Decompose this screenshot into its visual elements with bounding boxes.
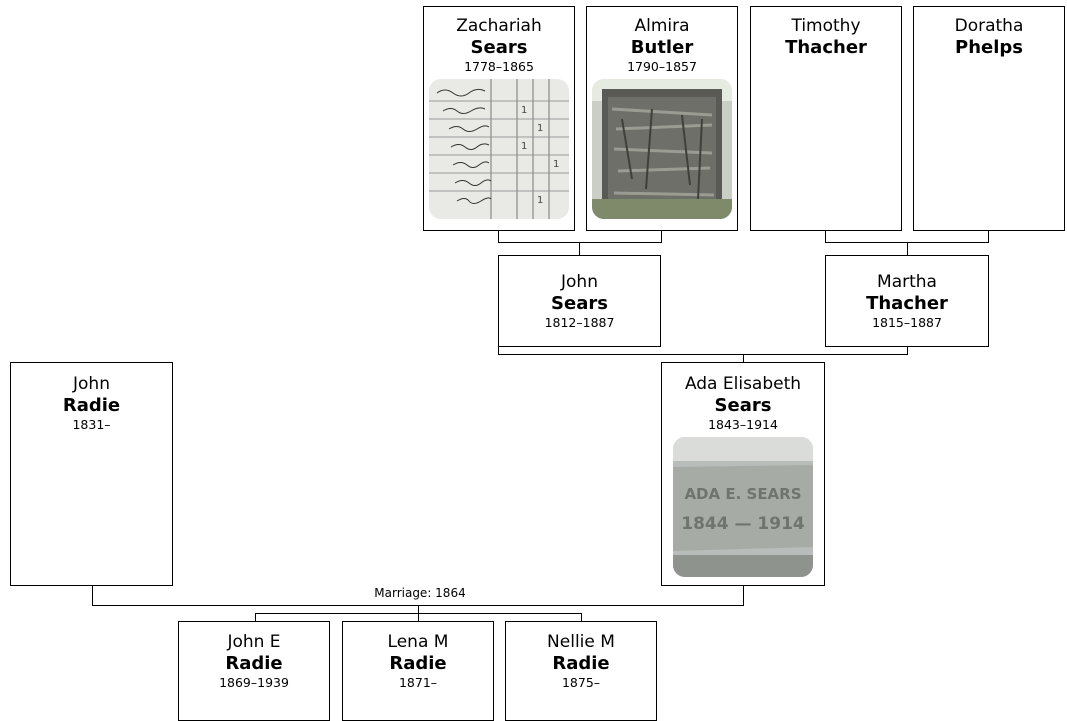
surname: Sears	[714, 395, 772, 416]
life-dates: 1871–	[398, 675, 438, 690]
life-dates: 1815–1887	[872, 315, 942, 330]
svg-text:1: 1	[521, 141, 527, 152]
life-dates: 1831–	[72, 417, 111, 432]
svg-text:1: 1	[553, 159, 559, 170]
surname: Sears	[470, 37, 528, 58]
connector-grandparents-sears-bar	[498, 242, 662, 243]
surname: Radie	[552, 653, 610, 674]
surname: Thacher	[785, 37, 867, 58]
gravestone-inscription-photo[interactable]: ADA E. SEARS 1844 — 1914	[673, 437, 813, 577]
person-card-ada-elisabeth-sears[interactable]: Ada Elisabeth Sears 1843–1914 ADA E. SEA…	[661, 362, 825, 586]
connector-grandparents-sears-right	[661, 230, 662, 242]
marriage-label: Marriage: 1864	[345, 585, 495, 601]
connector-child-3	[581, 613, 582, 622]
gravestone-photo[interactable]	[592, 79, 732, 219]
given-name: Almira	[634, 16, 690, 36]
life-dates: 1812–1887	[544, 315, 615, 330]
given-name: Timothy	[791, 16, 861, 36]
connector-grandparents-sears-left	[498, 230, 499, 242]
connector-parents-right	[907, 346, 908, 354]
person-card-john-sears[interactable]: John Sears 1812–1887	[498, 255, 661, 347]
surname: Thacher	[866, 293, 948, 314]
surname: Radie	[389, 653, 447, 674]
given-name: John E	[227, 632, 281, 652]
person-card-john-e-radie[interactable]: John E Radie 1869–1939	[178, 621, 330, 721]
person-card-nellie-m-radie[interactable]: Nellie M Radie 1875–	[505, 621, 657, 721]
svg-text:1: 1	[537, 195, 543, 206]
given-name: Ada Elisabeth	[684, 374, 802, 394]
connector-parents-left	[498, 346, 499, 354]
connector-grandparents-sears-drop	[579, 242, 580, 256]
connector-children-drop	[418, 605, 419, 614]
surname: Radie	[225, 653, 283, 674]
given-name: Lena M	[387, 632, 449, 652]
life-dates: 1790–1857	[627, 59, 697, 74]
life-dates: 1843–1914	[708, 417, 778, 432]
svg-text:1: 1	[521, 105, 527, 116]
surname: Phelps	[955, 37, 1023, 58]
given-name: Nellie M	[547, 632, 615, 652]
life-dates: 1778–1865	[464, 59, 534, 74]
connector-grandparents-thacher-right	[988, 230, 989, 242]
surname: Butler	[630, 37, 694, 58]
person-card-martha-thacher[interactable]: Martha Thacher 1815–1887	[825, 255, 989, 347]
connector-couple-left	[92, 585, 93, 606]
person-card-doratha-phelps[interactable]: Doratha Phelps	[913, 6, 1065, 231]
svg-text:ADA E. SEARS: ADA E. SEARS	[684, 485, 801, 503]
connector-couple-right	[743, 585, 744, 606]
person-card-lena-m-radie[interactable]: Lena M Radie 1871–	[342, 621, 494, 721]
given-name: John	[73, 374, 110, 394]
person-card-timothy-thacher[interactable]: Timothy Thacher	[750, 6, 902, 231]
life-dates: 1869–1939	[219, 675, 289, 690]
connector-parents-drop	[743, 354, 744, 362]
connector-grandparents-thacher-left	[825, 230, 826, 242]
census-record-photo[interactable]: 1 1 1 1 1	[429, 79, 569, 219]
connector-child-1	[255, 613, 256, 622]
connector-parents-bar	[498, 354, 908, 355]
connector-grandparents-thacher-drop	[907, 242, 908, 256]
connector-child-2	[418, 613, 419, 622]
given-name: Zachariah	[456, 16, 542, 36]
given-name: Martha	[877, 272, 937, 292]
surname: Sears	[551, 293, 608, 314]
svg-text:1: 1	[537, 123, 543, 134]
person-card-zachariah-sears[interactable]: Zachariah Sears 1778–1865 1 1 1 1	[423, 6, 575, 231]
given-name: John	[561, 272, 598, 292]
person-card-john-radie[interactable]: John Radie 1831–	[10, 362, 173, 586]
svg-text:1844 — 1914: 1844 — 1914	[681, 514, 805, 534]
life-dates: 1875–	[561, 675, 601, 690]
given-name: Doratha	[954, 16, 1024, 36]
person-card-almira-butler[interactable]: Almira Butler 1790–1857	[586, 6, 738, 231]
surname: Radie	[62, 395, 121, 416]
